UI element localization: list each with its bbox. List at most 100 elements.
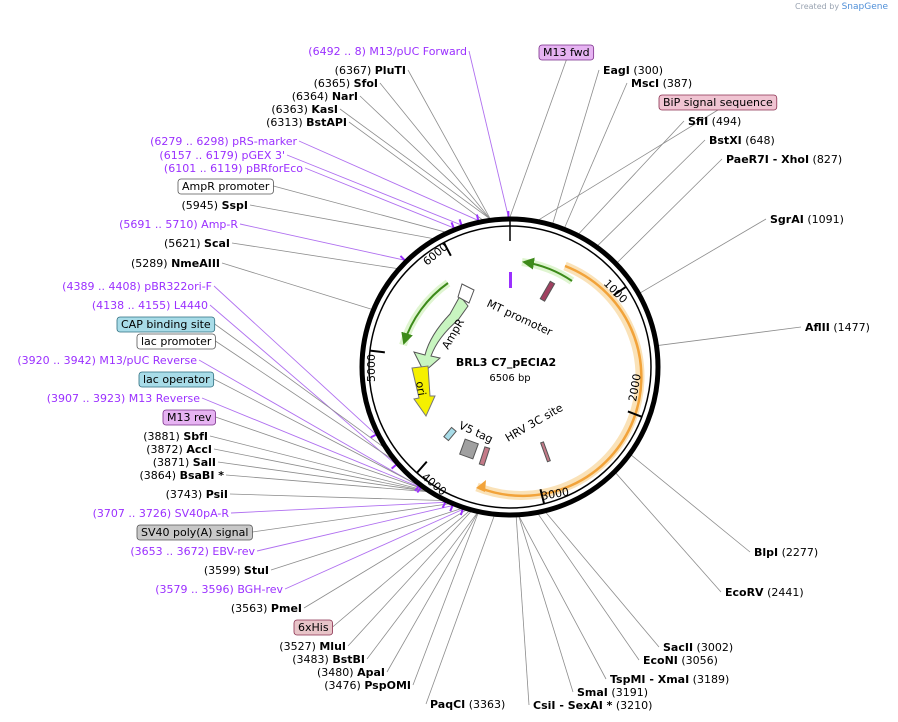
enzyme-label: (6364) NarI xyxy=(292,90,358,103)
6xhis-box xyxy=(478,446,491,467)
enzyme-label: SacII (3002) xyxy=(663,641,733,654)
lac-operator-box xyxy=(443,426,457,442)
enzyme-label: (5289) NmeAIII xyxy=(131,257,220,270)
mt-promoter-arc xyxy=(522,257,573,282)
ruler-label: 2000 xyxy=(626,373,644,403)
ruler-tick xyxy=(627,410,643,418)
snapgene-credit: Created by SnapGene xyxy=(795,2,888,12)
enzyme-leader xyxy=(518,516,607,680)
enzyme-leader xyxy=(597,139,706,246)
enzyme-leader xyxy=(552,69,600,224)
enzyme-label: (3871) SalI xyxy=(153,456,216,469)
primer-label: (6101 .. 6119) pBRforEco xyxy=(164,162,303,175)
enzyme-leader xyxy=(578,120,685,235)
ruler-label: 5000 xyxy=(365,354,378,382)
primer-label: (3707 .. 3726) SV40pA-R xyxy=(93,507,230,520)
feature-box-label: BiP signal sequence xyxy=(663,96,773,109)
enzyme-leader xyxy=(386,513,478,673)
enzyme-leader xyxy=(339,108,490,219)
mt-promoter-arc-halo xyxy=(521,258,575,285)
enzyme-label: (3483) BstBI xyxy=(292,653,365,666)
enzyme-leader xyxy=(249,204,433,239)
ruler-tick xyxy=(416,460,428,474)
enzyme-label: SmaI (3191) xyxy=(577,686,648,699)
feature-leader xyxy=(332,510,470,628)
enzyme-label: EcoRV (2441) xyxy=(725,586,804,599)
enzyme-leader xyxy=(270,508,461,571)
feature-box: M13 rev xyxy=(162,409,216,426)
enzyme-leader xyxy=(658,326,802,346)
primer-label: (3653 .. 3672) EBV-rev xyxy=(130,545,255,558)
feature-box-label: lac operator xyxy=(143,373,210,386)
enzyme-leader xyxy=(615,472,722,593)
feature-box-label: 6xHis xyxy=(298,621,329,634)
enzyme-leader xyxy=(515,516,530,706)
primer-label: (3920 .. 3942) M13/pUC Reverse xyxy=(17,354,197,367)
v5-tag-label: V5 tag xyxy=(457,419,495,446)
enzyme-leader xyxy=(518,516,574,693)
feature-box: BiP signal sequence xyxy=(658,94,778,111)
primer-label: (5691 .. 5710) Amp-R xyxy=(119,218,238,231)
primer-label: (4389 .. 4408) pBR322ori-F xyxy=(62,280,212,293)
primer-label: (4138 .. 4155) L4440 xyxy=(92,299,208,312)
enzyme-leader xyxy=(217,461,426,492)
feature-box-label: AmpR promoter xyxy=(182,180,270,193)
enzyme-leader xyxy=(221,262,372,310)
enzyme-leader xyxy=(303,509,466,609)
primer-leader xyxy=(284,508,463,590)
enzyme-leader xyxy=(407,69,491,219)
primer-leader xyxy=(468,50,509,218)
enzyme-leader xyxy=(347,511,472,647)
primer-leader xyxy=(198,359,419,487)
primer-site-mark xyxy=(414,485,420,492)
feature-box: CAP binding site xyxy=(116,316,216,333)
enzyme-label: CsiI - SexAI * (3210) xyxy=(533,699,652,712)
m13fwd-mark xyxy=(509,272,512,288)
enzyme-label: (3743) PsiI xyxy=(166,488,228,501)
primer-site-mark xyxy=(459,509,464,516)
feature-box: lac operator xyxy=(138,371,215,388)
ruler-tick xyxy=(369,349,385,354)
primer-site-mark xyxy=(475,214,480,221)
enzyme-label: BlpI (2277) xyxy=(754,546,818,559)
feature-box-label: M13 rev xyxy=(167,411,212,424)
enzyme-leader xyxy=(545,512,660,648)
enzyme-label: EcoNI (3056) xyxy=(643,654,718,667)
hrv-label: HRV 3C site xyxy=(503,401,565,445)
primer-leader xyxy=(209,304,397,466)
enzyme-label: (3872) AccI xyxy=(146,443,212,456)
hrv-box xyxy=(539,441,551,463)
enzyme-label: (3864) BsaBI * xyxy=(140,469,225,482)
ruler-tick xyxy=(613,285,627,297)
primer-leader xyxy=(298,140,479,221)
enzyme-leader xyxy=(538,514,640,661)
enzyme-label: PaeR7I - XhoI (827) xyxy=(726,153,842,166)
primer-site-mark xyxy=(458,219,463,226)
map-title: BRL3 C7_pECIA2 xyxy=(456,356,556,369)
ruler-ticks xyxy=(369,219,643,505)
feature-leader xyxy=(273,185,445,233)
enzyme-label: (3599) StuI xyxy=(204,564,269,577)
credit-prefix: Created by xyxy=(795,2,840,11)
primer-site-mark xyxy=(399,255,406,261)
ruler-tick xyxy=(442,242,452,257)
primer-site-mark xyxy=(390,463,397,470)
enzyme-leader xyxy=(640,218,767,294)
enzyme-leader xyxy=(231,242,397,269)
enzyme-label: (3527) MluI xyxy=(279,640,346,653)
feature-box: M13 fwd xyxy=(538,44,595,61)
primer-site-mark xyxy=(416,487,422,494)
ori-arrow xyxy=(411,365,436,418)
feature-box-label: CAP binding site xyxy=(121,318,211,331)
primer-leader xyxy=(201,397,422,489)
enzyme-leader xyxy=(209,435,425,491)
mt-promoter-label: MT promoter xyxy=(485,297,555,339)
enzyme-label: (6367) PluTI xyxy=(335,64,406,77)
enzyme-label: PaqCI (3363) xyxy=(430,698,505,711)
enzyme-leader xyxy=(564,82,628,228)
enzyme-label: (3881) SbfI xyxy=(143,430,208,443)
primer-site-mark xyxy=(441,501,447,509)
feature-leader xyxy=(213,378,417,485)
feature-box: AmpR promoter xyxy=(177,178,274,195)
feature-box: 6xHis xyxy=(293,619,333,636)
